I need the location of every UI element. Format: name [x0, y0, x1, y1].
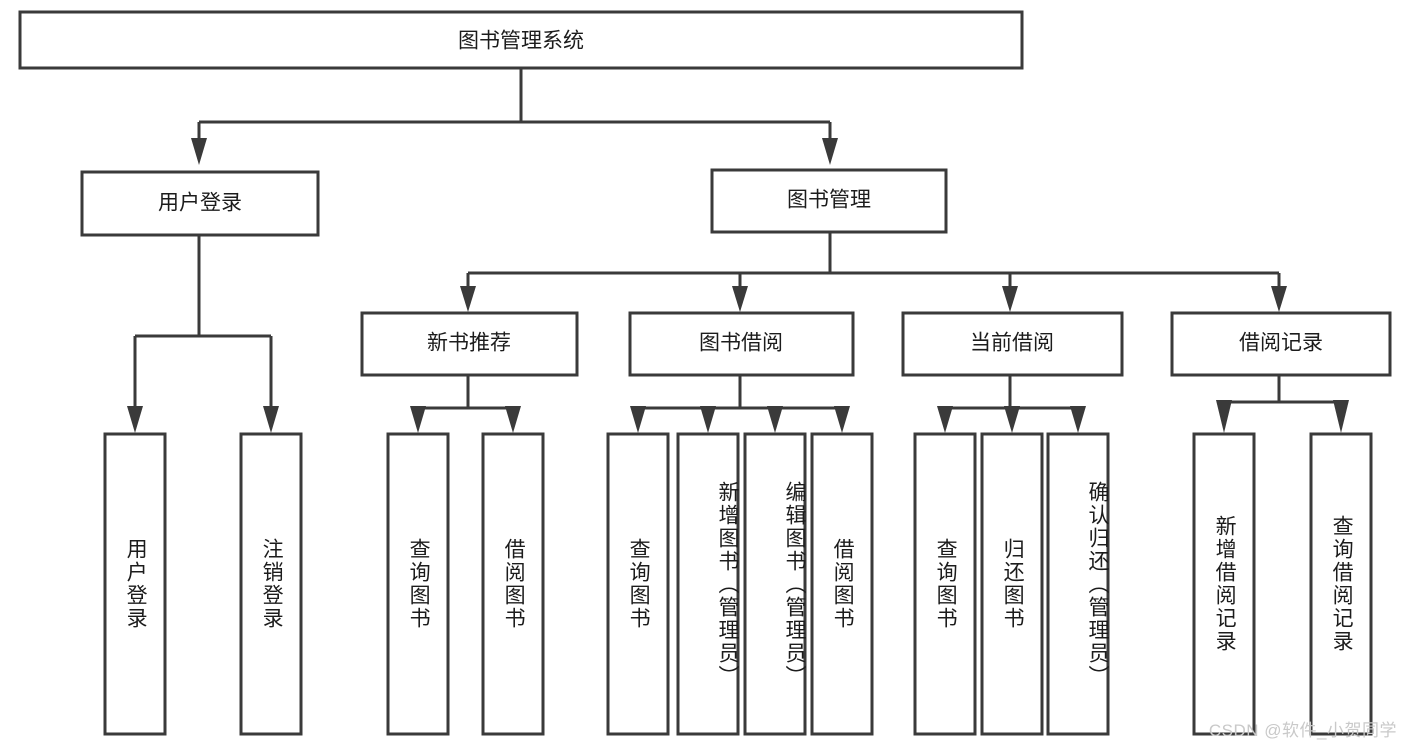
- node-user-login-label: 用户登录: [158, 192, 242, 215]
- node-root[interactable]: 图书管理系统: [18, 10, 1024, 70]
- leaf-box-group: [103, 432, 1373, 736]
- node-leaf-3-box[interactable]: [386, 432, 450, 736]
- node-book-manage-box[interactable]: [710, 168, 948, 234]
- arrow-head-leaf-7: [767, 406, 783, 433]
- arrow-head-book-borrow: [732, 286, 748, 312]
- node-leaf-7-box[interactable]: [743, 432, 807, 736]
- connector-group-book-manage: [460, 232, 1287, 312]
- node-borrow-record[interactable]: 借阅记录: [1170, 311, 1392, 377]
- arrow-head-current-borrow: [1002, 286, 1018, 312]
- arrow-head-new-book-rec: [460, 286, 476, 312]
- connector-group-new-book-rec: [410, 375, 521, 433]
- arrow-head-leaf-13: [1333, 400, 1349, 433]
- node-borrow-record-label: 借阅记录: [1239, 332, 1323, 355]
- node-leaf-6-box[interactable]: [676, 432, 740, 736]
- arrow-head-leaf-1: [127, 406, 143, 433]
- node-leaf-5-box[interactable]: [606, 432, 670, 736]
- arrow-head-leaf-10: [1004, 406, 1020, 433]
- node-leaf-8-box[interactable]: [810, 432, 874, 736]
- node-borrow-record-box[interactable]: [1170, 311, 1392, 377]
- node-leaf-10-box[interactable]: [980, 432, 1044, 736]
- node-leaf-11-box[interactable]: [1046, 432, 1110, 736]
- node-new-book-rec-label: 新书推荐: [427, 332, 511, 355]
- node-book-borrow[interactable]: 图书借阅: [628, 311, 855, 377]
- node-book-borrow-label: 图书借阅: [699, 332, 783, 355]
- arrow-head-borrow-record: [1271, 286, 1287, 312]
- arrow-head-book-manage: [822, 138, 838, 165]
- arrow-head-leaf-11: [1070, 406, 1086, 433]
- connector-group-root: [191, 68, 838, 165]
- arrow-head-leaf-12: [1216, 400, 1232, 433]
- node-leaf-12-box[interactable]: [1192, 432, 1256, 736]
- node-new-book-rec-box[interactable]: [360, 311, 579, 377]
- node-current-borrow-label: 当前借阅: [970, 332, 1054, 355]
- connector-group-book-borrow: [630, 375, 850, 433]
- arrow-head-leaf-9: [937, 406, 953, 433]
- node-root-label: 图书管理系统: [458, 30, 584, 53]
- arrow-head-leaf-8: [834, 406, 850, 433]
- node-root-box[interactable]: [18, 10, 1024, 70]
- arrow-head-leaf-5: [630, 406, 646, 433]
- connector-group-user-login: [127, 235, 279, 433]
- node-leaf-1-box[interactable]: [103, 432, 167, 736]
- node-new-book-rec[interactable]: 新书推荐: [360, 311, 579, 377]
- node-leaf-13-box[interactable]: [1309, 432, 1373, 736]
- node-leaf-4-box[interactable]: [481, 432, 545, 736]
- arrow-head-leaf-4: [505, 406, 521, 433]
- node-user-login-box[interactable]: [80, 170, 320, 237]
- node-book-manage[interactable]: 图书管理: [710, 168, 948, 234]
- watermark-text: CSDN @软件_小贺同学: [1208, 721, 1397, 740]
- connector-group-borrow-record: [1216, 375, 1349, 433]
- node-user-login[interactable]: 用户登录: [80, 170, 320, 237]
- node-book-borrow-box[interactable]: [628, 311, 855, 377]
- arrow-head-user-login: [191, 138, 207, 165]
- node-book-manage-label: 图书管理: [787, 189, 871, 212]
- arrow-head-leaf-3: [410, 406, 426, 433]
- node-leaf-9-box[interactable]: [913, 432, 977, 736]
- arrow-head-leaf-6: [700, 406, 716, 433]
- connector-group-current-borrow: [937, 375, 1086, 433]
- node-current-borrow[interactable]: 当前借阅: [901, 311, 1124, 377]
- arrow-head-leaf-2: [263, 406, 279, 433]
- node-current-borrow-box[interactable]: [901, 311, 1124, 377]
- node-leaf-2-box[interactable]: [239, 432, 303, 736]
